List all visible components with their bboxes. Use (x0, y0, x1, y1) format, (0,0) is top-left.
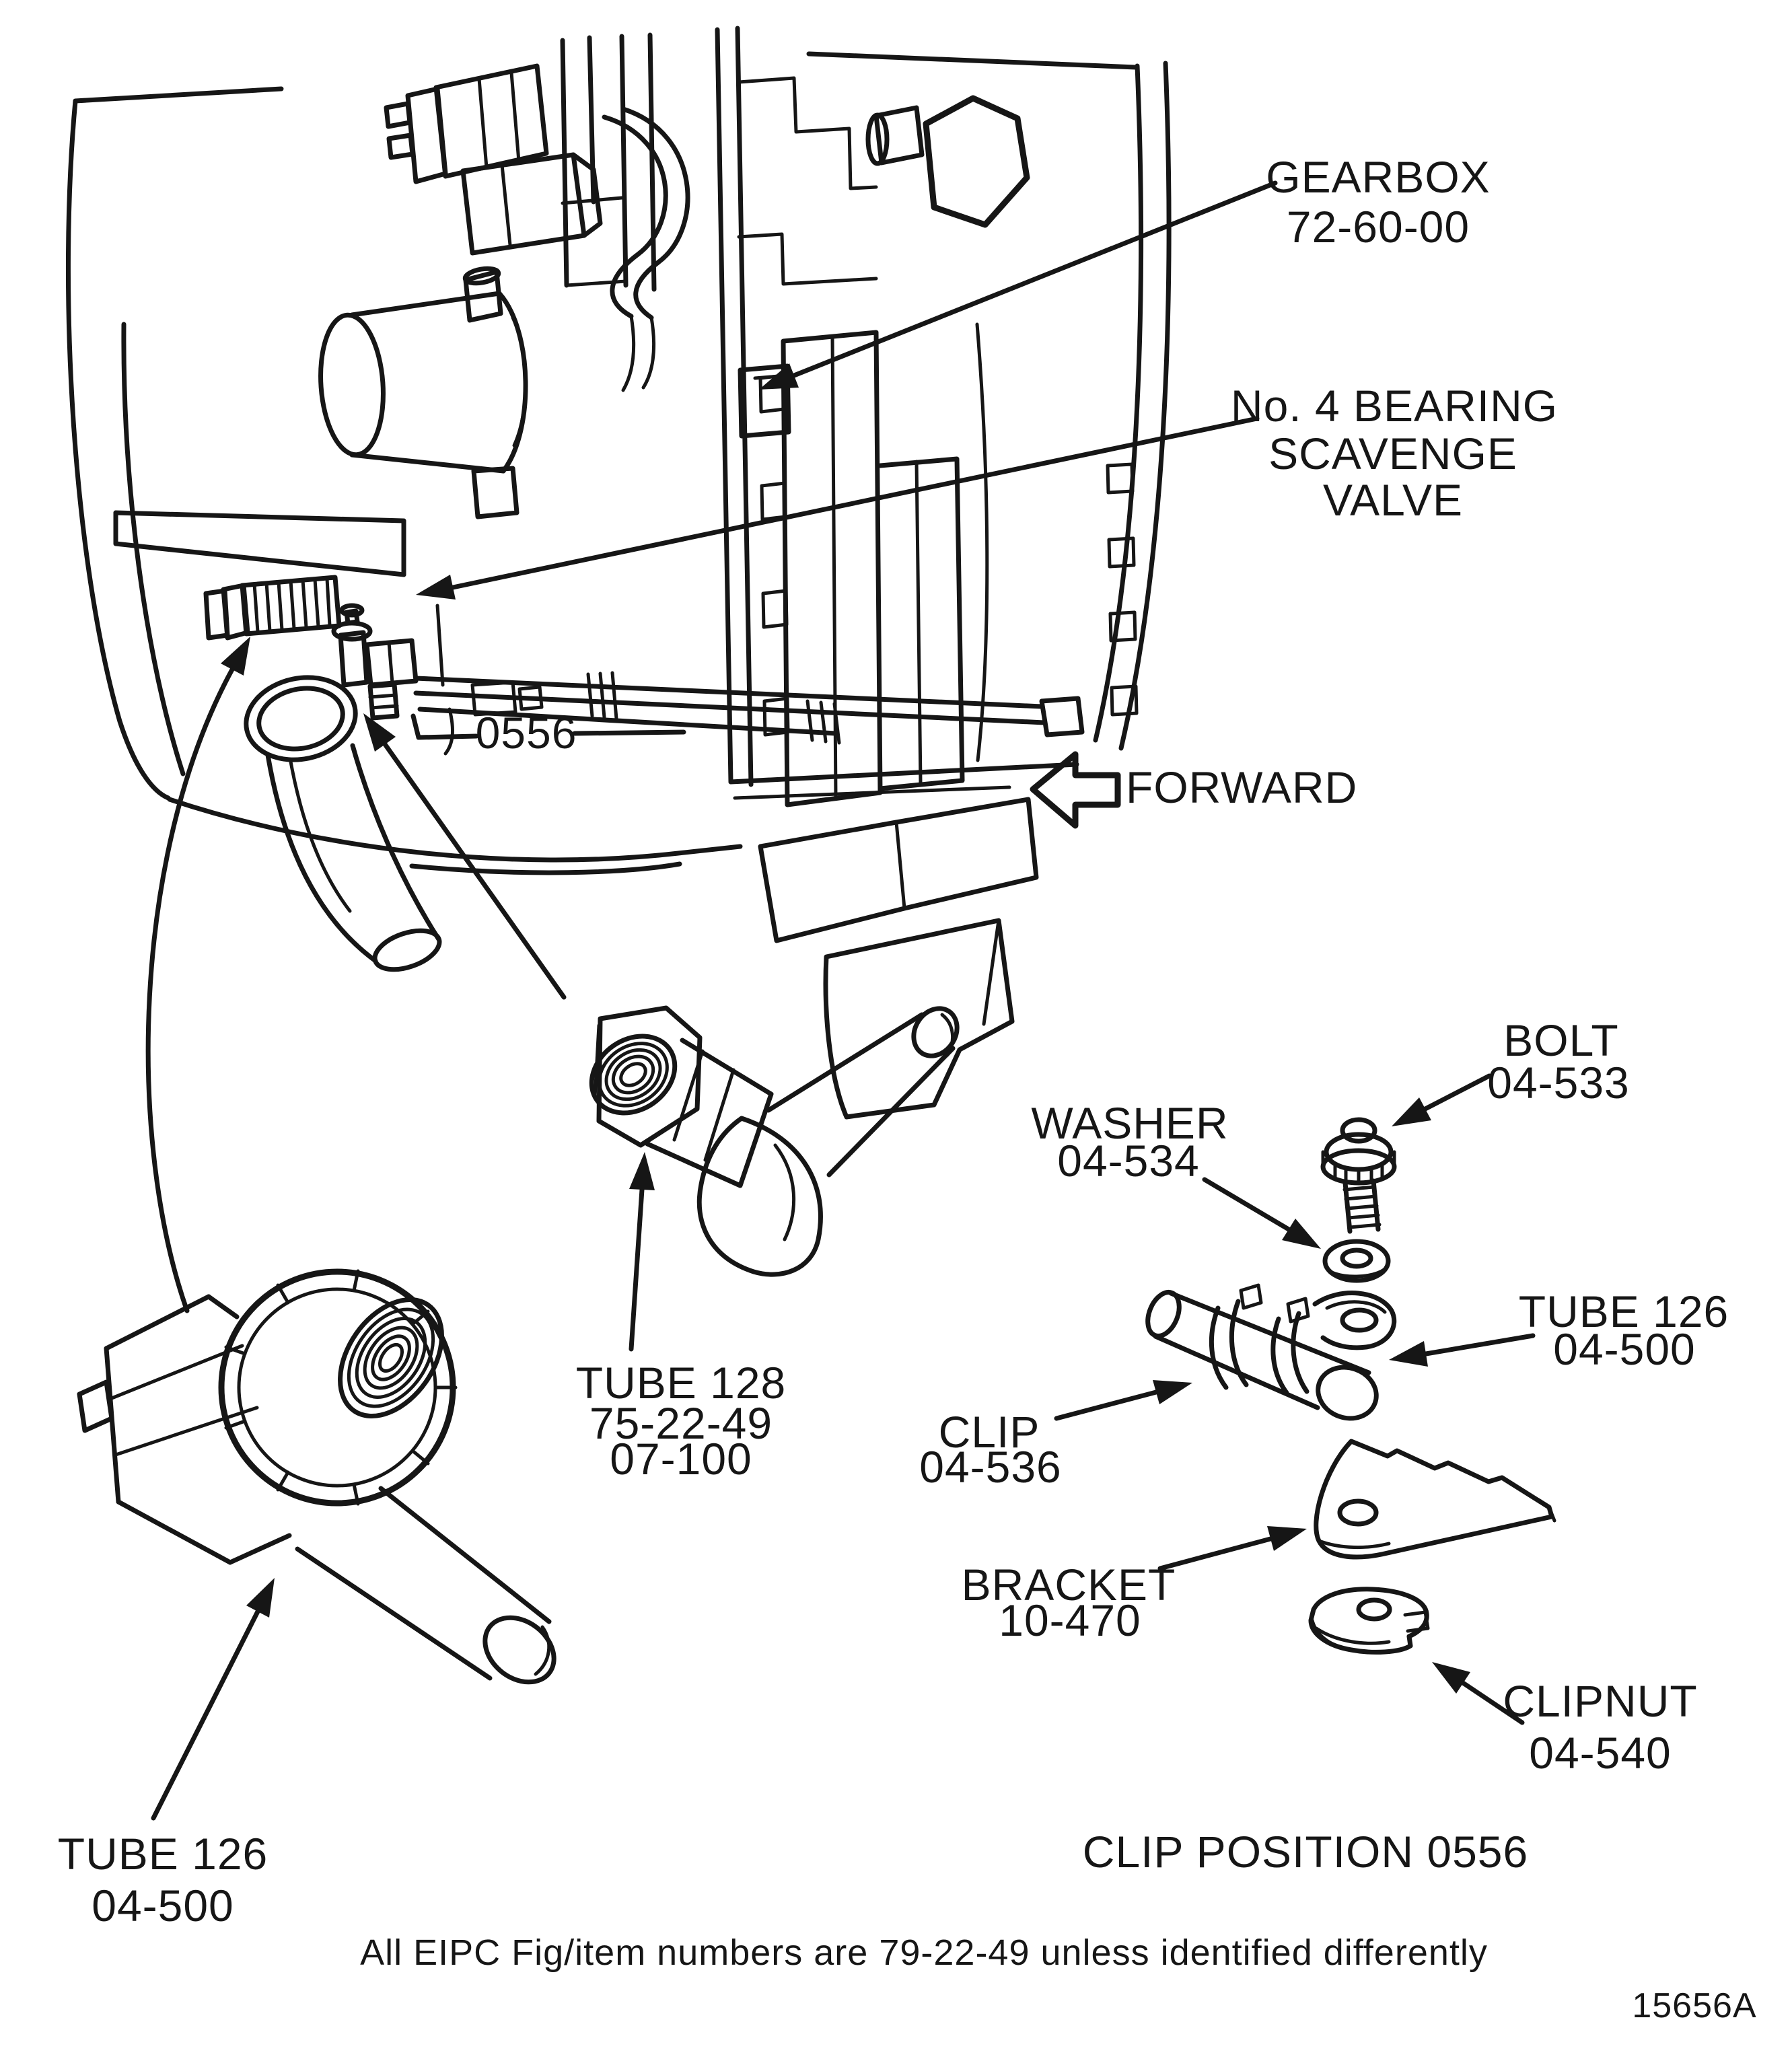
tube-126-left-ref: 04-500 (92, 1881, 234, 1930)
tube-126-position-leader-curve (145, 667, 235, 1313)
clip-arrowhead-icon (1153, 1380, 1192, 1404)
tube-128-ref1: 75-22-49 (589, 1398, 773, 1448)
footer-note: All EIPC Fig/item numbers are 79-22-49 u… (360, 1932, 1488, 1973)
scavenge-valve-leader-line (450, 416, 1260, 590)
clipnut-label: CLIPNUT (1503, 1676, 1697, 1726)
tube-126-label-leader-line (151, 1609, 260, 1821)
bracket-ref: 10-470 (999, 1595, 1141, 1645)
tube-126-position-arrowhead-icon (221, 637, 250, 676)
washer-arrowhead-icon (1282, 1219, 1321, 1249)
bracket-arrowhead-icon (1267, 1526, 1307, 1551)
clip-position-title: CLIP POSITION 0556 (1083, 1827, 1528, 1877)
tube-126-part (77, 1268, 557, 1685)
gearbox-ref: 72-60-00 (1287, 202, 1470, 252)
clip-ref: 04-536 (919, 1442, 1062, 1492)
forward-arrow-icon (1030, 751, 1121, 829)
tube-128-ref2: 07-100 (610, 1434, 752, 1484)
bolt-label: BOLT (1503, 1015, 1618, 1065)
bracket-label: BRACKET (962, 1560, 1176, 1610)
clip-on-tube-part (1145, 1283, 1397, 1421)
figure-number: 15656A (1632, 1986, 1756, 2025)
gearbox-label: GEARBOX (1266, 152, 1490, 202)
tube-126-left-label: TUBE 126 (58, 1829, 268, 1879)
scavenge-valve-label-line2: SCAVENGE (1268, 429, 1517, 478)
tube-126-right-leader-line (1423, 1333, 1536, 1357)
tube-128-label: TUBE 128 (576, 1358, 786, 1408)
forward-label: FORWARD (1126, 762, 1357, 812)
tube-126-label-arrowhead-icon (246, 1578, 275, 1618)
tube-128-position-leader-line (382, 742, 567, 1000)
clipnut-part (1308, 1587, 1430, 1655)
tube-128-part (589, 1005, 960, 1277)
bolt-leader-line (1423, 1073, 1492, 1112)
clip-label: CLIP (939, 1407, 1040, 1457)
engine-line-art (65, 26, 1172, 1120)
gearbox-leader-line (791, 180, 1278, 378)
clipnut-ref: 04-540 (1529, 1728, 1672, 1778)
elbow-duct (244, 675, 442, 972)
washer-part (1322, 1239, 1391, 1283)
clip-position-code-label: 0556 (476, 708, 577, 758)
bracket-part (1314, 1439, 1556, 1560)
scavenge-valve-part (203, 575, 445, 721)
scavenge-valve-label-line1: No. 4 BEARING (1231, 381, 1558, 431)
scavenge-valve-label-line3: VALVE (1323, 475, 1463, 525)
tube-128-label-leader-line (629, 1187, 645, 1352)
washer-leader-line (1202, 1177, 1291, 1232)
tube-126-right-label: TUBE 126 (1519, 1287, 1729, 1336)
bolt-arrowhead-icon (1392, 1097, 1431, 1126)
tube-128-label-arrowhead-icon (629, 1152, 655, 1190)
leader-lines (145, 180, 1536, 1821)
bolt-ref: 04-533 (1487, 1058, 1630, 1108)
tube-128-position-arrowhead-icon (363, 713, 396, 752)
washer-label: WASHER (1031, 1098, 1228, 1148)
clipnut-leader-line (1460, 1680, 1525, 1725)
clipnut-arrowhead-icon (1432, 1662, 1470, 1694)
gearbox-leader-arrowhead-icon (759, 363, 799, 390)
washer-ref: 04-534 (1057, 1136, 1200, 1186)
tube-bundle (413, 671, 1085, 756)
code-0556-left-tick (410, 713, 479, 740)
bolt-part (1320, 1117, 1397, 1234)
code-0556-right-tick (572, 729, 686, 736)
clip-leader-line (1054, 1389, 1159, 1421)
scavenge-valve-leader-arrowhead-icon (416, 575, 456, 600)
tube-126-right-arrowhead-icon (1389, 1341, 1428, 1367)
tube-126-right-ref: 04-500 (1553, 1324, 1696, 1374)
bracket-leader-line (1157, 1536, 1273, 1571)
